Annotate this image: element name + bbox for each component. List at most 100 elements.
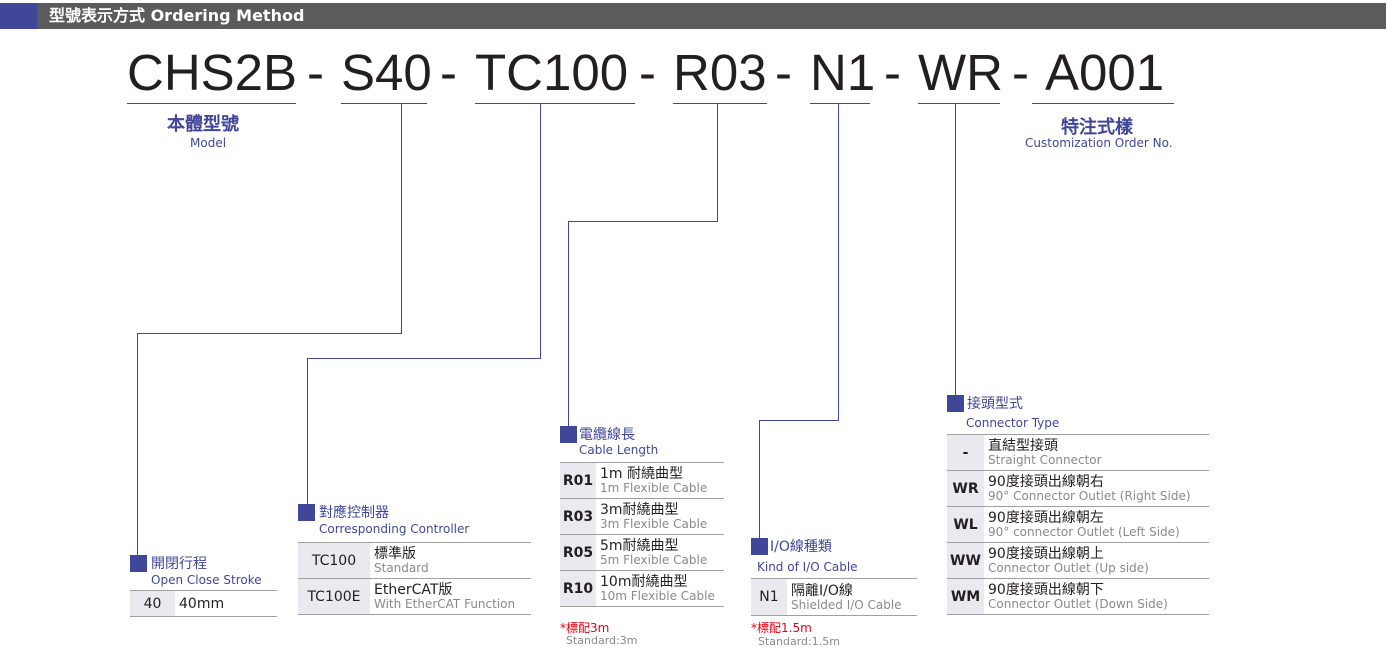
option-label: 10m耐繞曲型 [600,574,688,590]
option-code: TC100E [298,578,370,615]
code-part-connector: WR [918,44,1003,101]
leader-line [307,358,308,504]
stroke-title: 開閉行程 [151,556,207,572]
option-code: WR [947,470,984,507]
underline-stroke [341,103,427,104]
underline-model [127,103,296,104]
io-title-en: Kind of I/O Cable [757,560,858,574]
option-label-en: Shielded I/O Cable [791,597,902,612]
leader-line [568,221,569,426]
option-code: N1 [751,578,787,616]
option-code: R01 [560,462,596,499]
underline-cable [673,103,767,104]
code-separator: - [307,44,324,101]
section-marker [751,538,768,555]
option-description: 40mm [175,590,277,617]
option-code: R05 [560,534,596,571]
option-code: R10 [560,570,596,607]
option-code: WL [947,506,984,543]
code-separator: - [639,44,656,101]
underline-connector [918,103,1000,104]
option-label-en: 90° connector Outlet (Left Side) [988,525,1180,539]
option-label-en: With EtherCAT Function [374,597,516,611]
model-label: 本體型號 [167,114,239,135]
leader-line [137,333,138,555]
code-part-stroke: S40 [341,44,432,101]
leader-line [717,103,718,222]
option-label: 90度接頭出線朝上 [988,546,1104,562]
option-label-en: Standard [374,561,429,575]
connector-title: 接頭型式 [967,396,1023,412]
cable-title: 電纜線長 [579,427,635,443]
code-part-model: CHS2B [127,44,298,101]
code-separator: - [1012,44,1029,101]
option-label-en: Straight Connector [988,453,1102,467]
option-label: 隔離I/O線 [791,582,853,599]
option-label-en: 1m Flexible Cable [600,481,708,495]
leader-line [568,221,718,222]
option-label: 標準版 [374,546,416,562]
option-label-en: Connector Outlet (Up side) [988,561,1149,575]
leader-line [759,420,839,421]
option-label: 90度接頭出線朝左 [988,510,1104,526]
page-title: 型號表示方式 Ordering Method [49,6,305,25]
leader-line [540,103,541,359]
option-code: WM [947,578,984,615]
banner-accent-block [0,3,37,29]
option-label-en: Connector Outlet (Down Side) [988,597,1168,611]
stroke-table: 40 40mm [130,590,277,617]
connector-title-en: Connector Type [966,416,1060,430]
option-code: TC100 [298,542,370,579]
leader-line [307,358,541,359]
option-code: WW [947,542,984,579]
model-label-en: Model [190,136,227,150]
leader-line [955,103,956,395]
underline-io [810,103,870,104]
option-label: 直結型接頭 [988,438,1058,454]
option-label: 5m耐繞曲型 [600,538,679,554]
option-label: 1m 耐繞曲型 [600,466,683,482]
controller-title-en: Corresponding Controller [319,522,470,536]
stroke-title-en: Open Close Stroke [151,573,262,587]
cable-note: *標配3m [560,621,610,635]
io-title: I/O線種類 [770,539,832,555]
section-marker [560,426,577,443]
cable-note-en: Standard:3m [566,634,638,647]
option-code: R03 [560,498,596,535]
underline-customization [1032,103,1174,104]
header-banner: 型號表示方式 Ordering Method [0,3,1386,29]
controller-title: 對應控制器 [319,505,389,521]
io-note-en: Standard:1.5m [758,635,840,648]
code-separator: - [775,44,792,101]
section-marker [298,504,315,521]
option-label-en: 90° Connector Outlet (Right Side) [988,489,1191,503]
option-label-en: 10m Flexible Cable [600,589,715,603]
customization-label-en: Customization Order No. [1025,136,1173,150]
code-part-io: N1 [810,44,876,101]
option-label-en: 5m Flexible Cable [600,553,708,567]
option-label: 90度接頭出線朝右 [988,474,1104,490]
section-marker [947,395,964,412]
option-label: 3m耐繞曲型 [600,502,679,518]
code-part-customization: A001 [1045,44,1165,101]
leader-line [759,420,760,538]
code-part-controller: TC100 [475,44,629,101]
io-note: *標配1.5m [751,621,812,635]
table-row: 40 40mm [130,590,277,617]
option-code: - [947,434,984,471]
code-separator: - [884,44,901,101]
